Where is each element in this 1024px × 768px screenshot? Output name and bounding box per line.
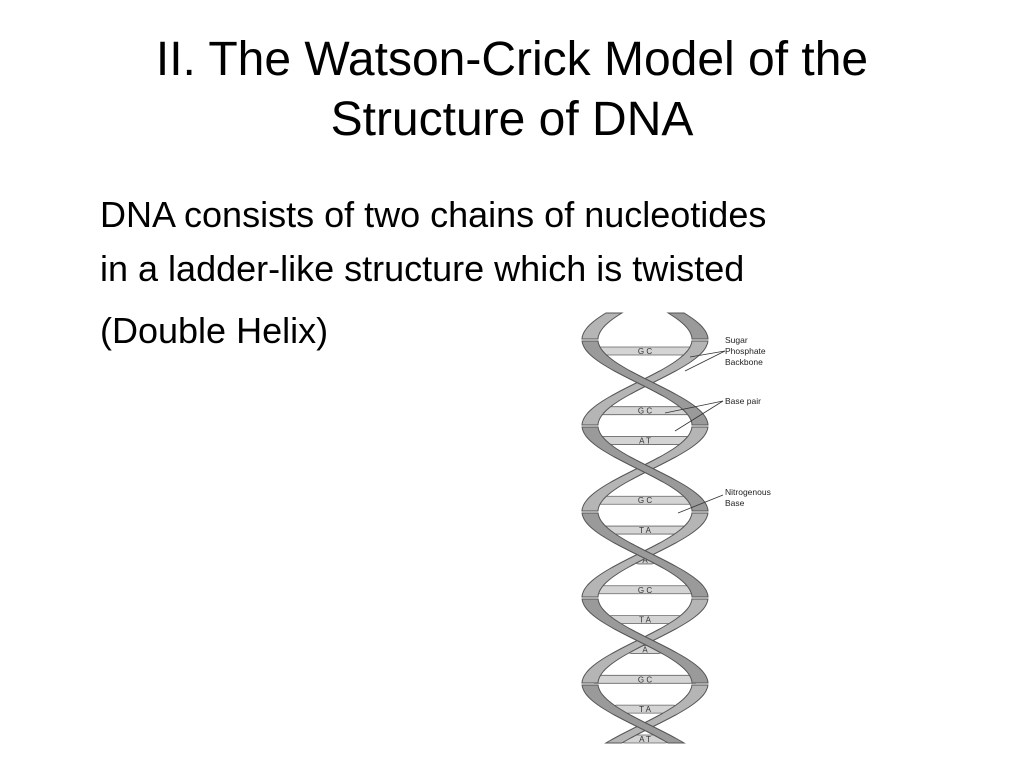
backbone-strand-segment bbox=[581, 512, 709, 598]
base-pair-letters: A T bbox=[639, 735, 651, 744]
slide-title: II. The Watson-Crick Model of the Struct… bbox=[40, 30, 984, 150]
dna-double-helix-diagram: G C G C A T G C T A A G C T A A G C T A A T SugarPh… bbox=[581, 312, 771, 744]
label-leader-line bbox=[684, 350, 726, 372]
base-pair-letters: A T bbox=[639, 437, 651, 446]
base-pair-letters: A bbox=[642, 645, 648, 654]
body-line-2: in a ladder-like structure which is twis… bbox=[100, 248, 745, 289]
diagram-label-text: Backbone bbox=[725, 357, 763, 367]
backbone-strand-segment bbox=[581, 426, 709, 512]
backbone-strand-segment bbox=[581, 312, 624, 340]
base-pair-letters: T A bbox=[639, 616, 652, 625]
base-pair-letters: A bbox=[642, 556, 648, 565]
base-pair-letters: T A bbox=[639, 526, 652, 535]
label-leader-line bbox=[677, 494, 724, 514]
sugar-phosphate-backbones bbox=[581, 312, 709, 744]
diagram-label-text: Nitrogenous bbox=[725, 487, 771, 497]
diagram-label-text: Base bbox=[725, 498, 745, 508]
body-line-1: DNA consists of two chains of nucleotide… bbox=[100, 194, 767, 235]
base-pair-letters: G C bbox=[638, 496, 652, 505]
backbone-strand-segment bbox=[604, 684, 709, 744]
body-line-3: (Double Helix) bbox=[100, 310, 329, 351]
body-text: DNA consists of two chains of nucleotide… bbox=[100, 188, 980, 358]
base-pair-letters: G C bbox=[638, 675, 652, 684]
label-leader-line bbox=[664, 400, 724, 414]
base-pair-letters: G C bbox=[638, 347, 652, 356]
diagram-label-text: Sugar bbox=[725, 335, 748, 345]
base-pair-rungs: G C G C A T G C T A A G C T A A G C T A A T bbox=[590, 346, 700, 744]
backbone-strand-segment bbox=[581, 598, 709, 684]
title-line-1: II. The Watson-Crick Model of the bbox=[155, 33, 869, 86]
diagram-label-text: Phosphate bbox=[725, 346, 766, 356]
backbone-strand-segment bbox=[581, 340, 709, 426]
label-leader-line bbox=[674, 400, 724, 432]
label-leader-line bbox=[689, 350, 726, 358]
base-pair-letters: G C bbox=[638, 407, 652, 416]
diagram-label-text: Base pair bbox=[725, 396, 761, 406]
base-pair-letters: G C bbox=[638, 586, 652, 595]
title-line-2: Structure of DNA bbox=[330, 93, 694, 146]
backbone-strand-segment bbox=[581, 684, 686, 744]
backbone-strand-segment bbox=[666, 312, 709, 340]
base-pair-letters: T A bbox=[639, 705, 652, 714]
